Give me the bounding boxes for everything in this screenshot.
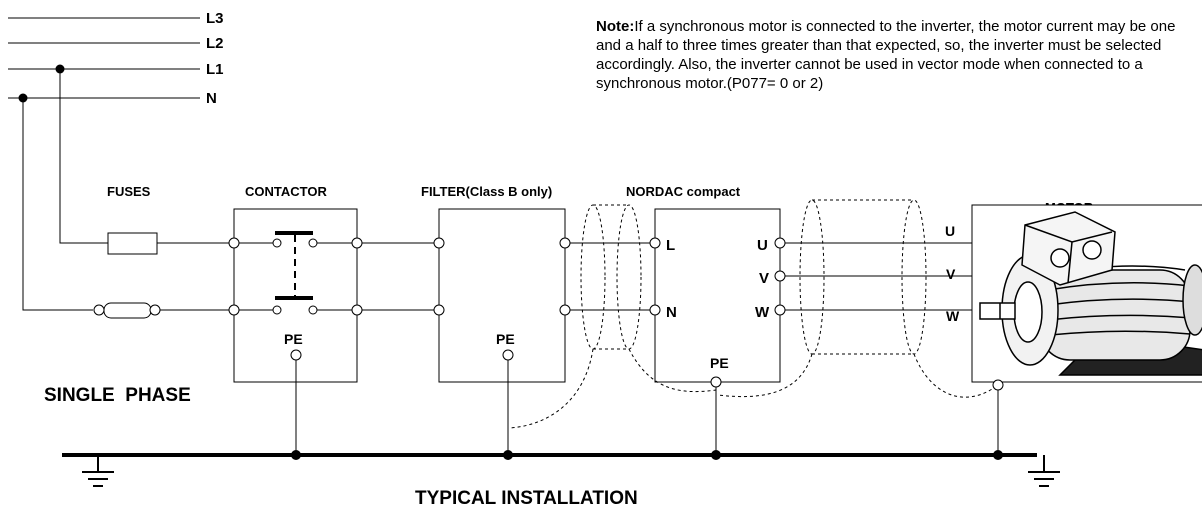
inverter-terminal-n: [649, 304, 661, 316]
label-contactor: CONTACTOR: [245, 184, 327, 199]
label-n: N: [206, 90, 217, 107]
motor-pe-terminal: [992, 379, 1004, 391]
label-inv-l: L: [666, 237, 675, 254]
inverter-terminal-w: [774, 304, 786, 316]
fuse-n-terminal-right: [149, 304, 161, 316]
label-fuses: FUSES: [107, 184, 151, 199]
earth-junction: [503, 450, 513, 460]
label-inv-v: V: [759, 270, 769, 287]
note-line-1: If a synchronous motor is connected to t…: [634, 18, 1176, 35]
shielded-cable-2: [717, 199, 999, 398]
note-line-3: accordingly. Also, the inverter cannot b…: [596, 56, 1143, 73]
note-label: Note:: [596, 18, 635, 35]
label-l1: L1: [206, 61, 224, 78]
inverter-terminal-v: [774, 270, 786, 282]
junction-dot-l1: [55, 64, 65, 74]
filter-pe-terminal: [502, 349, 514, 361]
earth-junction: [993, 450, 1003, 460]
filter-terminal: [559, 304, 571, 316]
note-line-4: synchronous motor.(P077= 0 or 2): [596, 75, 824, 92]
filter-terminal: [433, 237, 445, 249]
filter-terminal: [559, 237, 571, 249]
contactor-pe-terminal: [290, 349, 302, 361]
contactor-contact: [308, 238, 318, 248]
label-contactor-pe: PE: [284, 331, 303, 347]
caption: TYPICAL INSTALLATION: [415, 488, 638, 509]
contactor-contact: [272, 238, 282, 248]
wire-n-tap: [22, 98, 93, 311]
label-inverter-pe: PE: [710, 355, 729, 371]
contactor-terminal: [228, 304, 240, 316]
note-line-2: and a half to three times greater than t…: [596, 37, 1162, 54]
earth-junction: [291, 450, 301, 460]
filter-box: [438, 208, 566, 383]
label-filter: FILTER(Class B only): [421, 184, 552, 199]
contactor-contact: [308, 305, 318, 315]
label-motor-u: U: [945, 223, 955, 239]
inverter-terminal-l: [649, 237, 661, 249]
motor-illustration: [979, 211, 1202, 376]
label-motor-v: V: [946, 266, 956, 282]
contactor-terminal: [351, 237, 363, 249]
label-single-phase: SINGLE PHASE: [44, 385, 191, 406]
wire-l1-tap: [59, 69, 108, 244]
shielded-cable-1: [509, 204, 717, 429]
note-text: Note:If a synchronous motor is connected…: [596, 17, 1198, 92]
label-inv-w: W: [755, 304, 770, 321]
label-inv-u: U: [757, 237, 768, 254]
earth-symbol-right: [1028, 455, 1060, 487]
filter-terminal: [433, 304, 445, 316]
contactor-contact: [272, 305, 282, 315]
label-inv-n: N: [666, 304, 677, 321]
contactor-terminal: [351, 304, 363, 316]
inverter-terminal-u: [774, 237, 786, 249]
label-motor-w: W: [946, 308, 960, 324]
contactor-terminal: [228, 237, 240, 249]
label-l3: L3: [206, 10, 224, 27]
supply-lines: [8, 17, 200, 99]
junction-dot-n: [18, 93, 28, 103]
earth-symbol-left: [82, 455, 114, 487]
fuse-n-terminal-left: [93, 304, 105, 316]
fuse-n: [103, 302, 152, 319]
label-filter-pe: PE: [496, 331, 515, 347]
inverter-pe-terminal: [710, 376, 722, 388]
fuse-l1: [107, 232, 158, 255]
label-l2: L2: [206, 35, 224, 52]
label-inverter: NORDAC compact: [626, 184, 741, 199]
earth-junction: [711, 450, 721, 460]
